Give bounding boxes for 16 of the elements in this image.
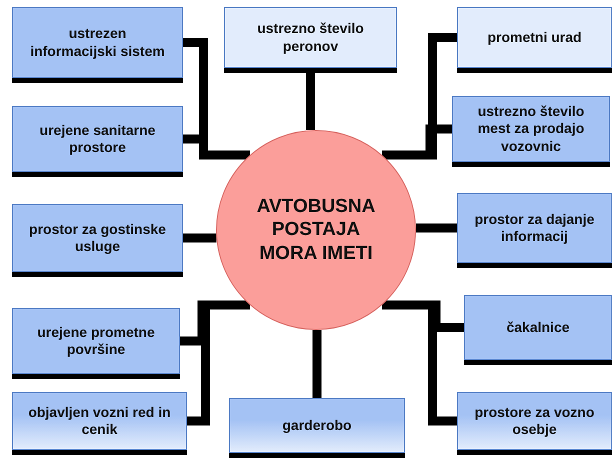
label-text: urejene prometne površine [36,324,156,358]
label-text: objavljen vozni red in cenik [27,404,172,438]
label-text: ustrezno število mest za prodajo vozovnic [476,103,586,155]
label-text: AVTOBUSNA POSTAJA MORA IMETI [256,195,376,265]
connector [312,330,322,398]
label-text: ustrezen informacijski sistem [29,25,166,60]
connector [416,224,457,232]
label-text: čakalnice [506,318,570,336]
label-text: prostor za dajanje informacij [474,210,596,246]
label-text: ustrezno število peronov [256,20,365,55]
label-text: prostore za vozno osebje [474,404,596,438]
label-text: garderobo [282,416,352,434]
connector [183,234,216,242]
label-text: prostor za gostinske usluge [28,220,167,256]
label-text: prometni urad [487,28,582,46]
label-text: urejene sanitarne prostore [38,122,156,156]
